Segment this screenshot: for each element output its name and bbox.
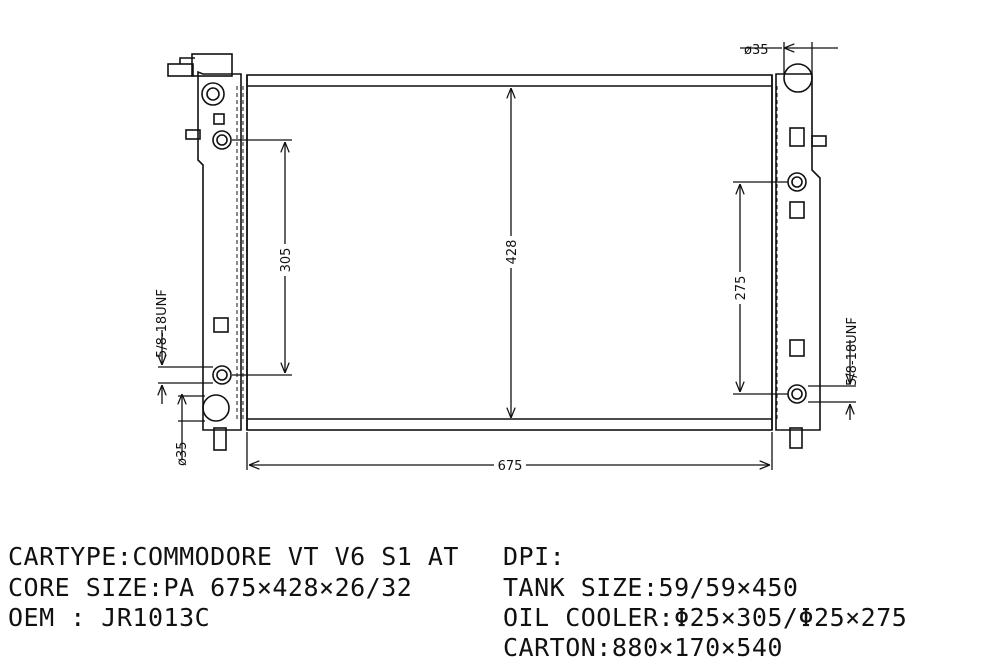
spec-tank-size: TANK SIZE:59/59×450 <box>503 573 799 602</box>
spec-dpi: DPI: <box>503 542 566 571</box>
filler-cap <box>167 53 233 77</box>
spec-oem: OEM : JR1013C <box>8 603 211 632</box>
spec-cartype: CARTYPE:COMMODORE VT V6 S1 AT <box>8 542 459 571</box>
right-brackets <box>789 127 827 357</box>
left-lower-pipe <box>202 394 230 451</box>
right-oil-fitting-lower <box>787 384 807 404</box>
left-mount-stub <box>185 113 225 140</box>
spec-core-size: CORE SIZE:PA 675×428×26/32 <box>8 573 413 602</box>
left-lug <box>213 317 229 333</box>
right-upper-pipe <box>783 63 813 93</box>
left-oil-fitting-lower <box>212 365 232 385</box>
radiator-drawing: 675 428 305 275 ø35 ø35 5/8-18UNF 5/8-18… <box>155 42 860 474</box>
dim-core-width: 675 <box>498 459 523 474</box>
dim-right-cooler: 275 <box>734 276 749 301</box>
left-oil-fitting-upper <box>212 130 232 150</box>
left-tank <box>197 70 244 431</box>
right-oil-fitting-upper <box>787 172 807 192</box>
dim-left-thread: 5/8-18UNF <box>155 289 170 358</box>
dim-right-pipe-diameter: ø35 <box>744 43 769 58</box>
right-bottom-stub <box>789 427 803 449</box>
dim-core-height: 428 <box>505 240 520 265</box>
spec-oil-cooler: OIL COOLER:Φ25×305/Φ25×275 <box>503 603 908 632</box>
radiator-core <box>246 74 773 431</box>
left-upper-pipe <box>201 82 225 106</box>
dim-left-pipe-diameter: ø35 <box>175 442 190 467</box>
dim-right-thread: 5/8-18UNF <box>845 317 860 386</box>
dim-left-cooler: 305 <box>279 248 294 273</box>
spec-carton: CARTON:880×170×540 <box>503 633 783 662</box>
